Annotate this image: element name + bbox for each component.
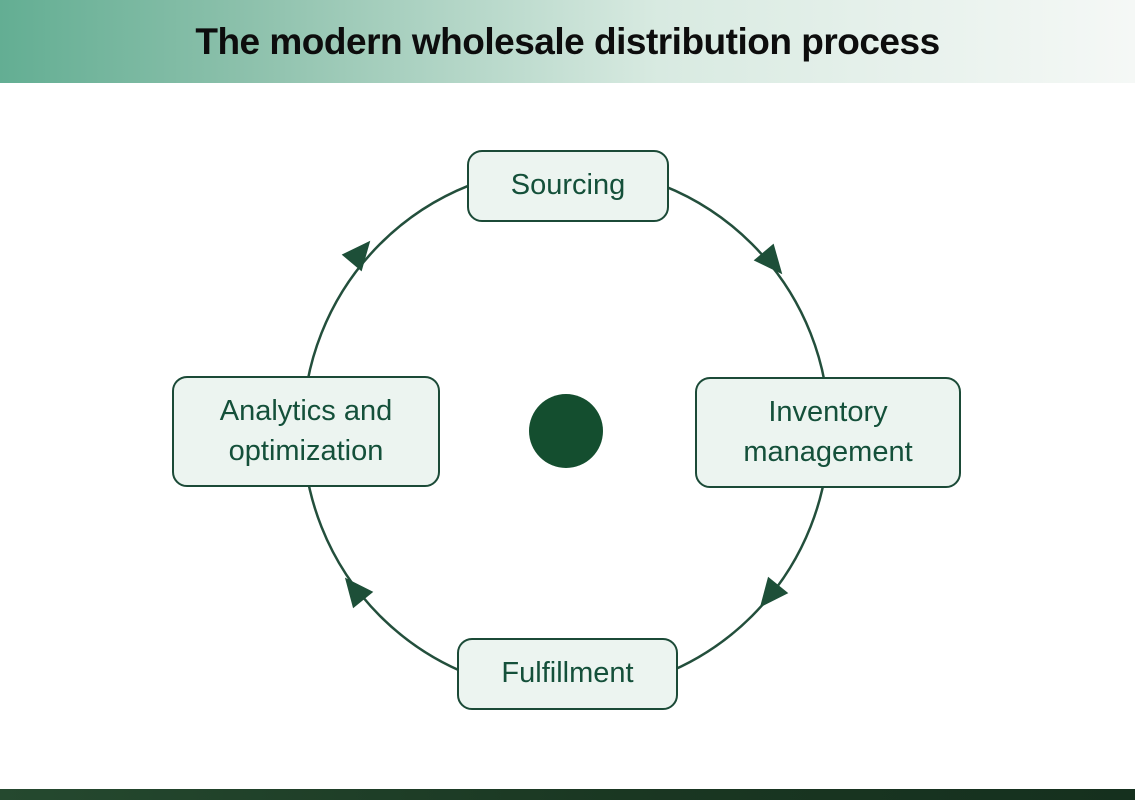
arrow-top-right-icon bbox=[753, 243, 783, 275]
arrow-top-left-icon bbox=[341, 240, 371, 272]
center-dot bbox=[529, 394, 603, 468]
node-inventory-management-label: Inventory management bbox=[743, 396, 913, 468]
node-sourcing: Sourcing bbox=[467, 150, 669, 222]
node-analytics-optimization-label: Analytics and optimization bbox=[219, 395, 393, 467]
node-fulfillment: Fulfillment bbox=[457, 638, 678, 710]
footer-bar bbox=[0, 789, 1135, 800]
page-title: The modern wholesale distribution proces… bbox=[195, 20, 940, 62]
node-analytics-optimization: Analytics and optimization bbox=[172, 376, 440, 487]
header-banner: The modern wholesale distribution proces… bbox=[0, 0, 1135, 83]
node-inventory-management: Inventory management bbox=[695, 377, 961, 488]
node-sourcing-label: Sourcing bbox=[510, 169, 626, 202]
arrow-bottom-left-icon bbox=[344, 577, 374, 609]
node-fulfillment-label: Fulfillment bbox=[501, 657, 634, 690]
arrow-bottom-right-icon bbox=[759, 576, 789, 608]
